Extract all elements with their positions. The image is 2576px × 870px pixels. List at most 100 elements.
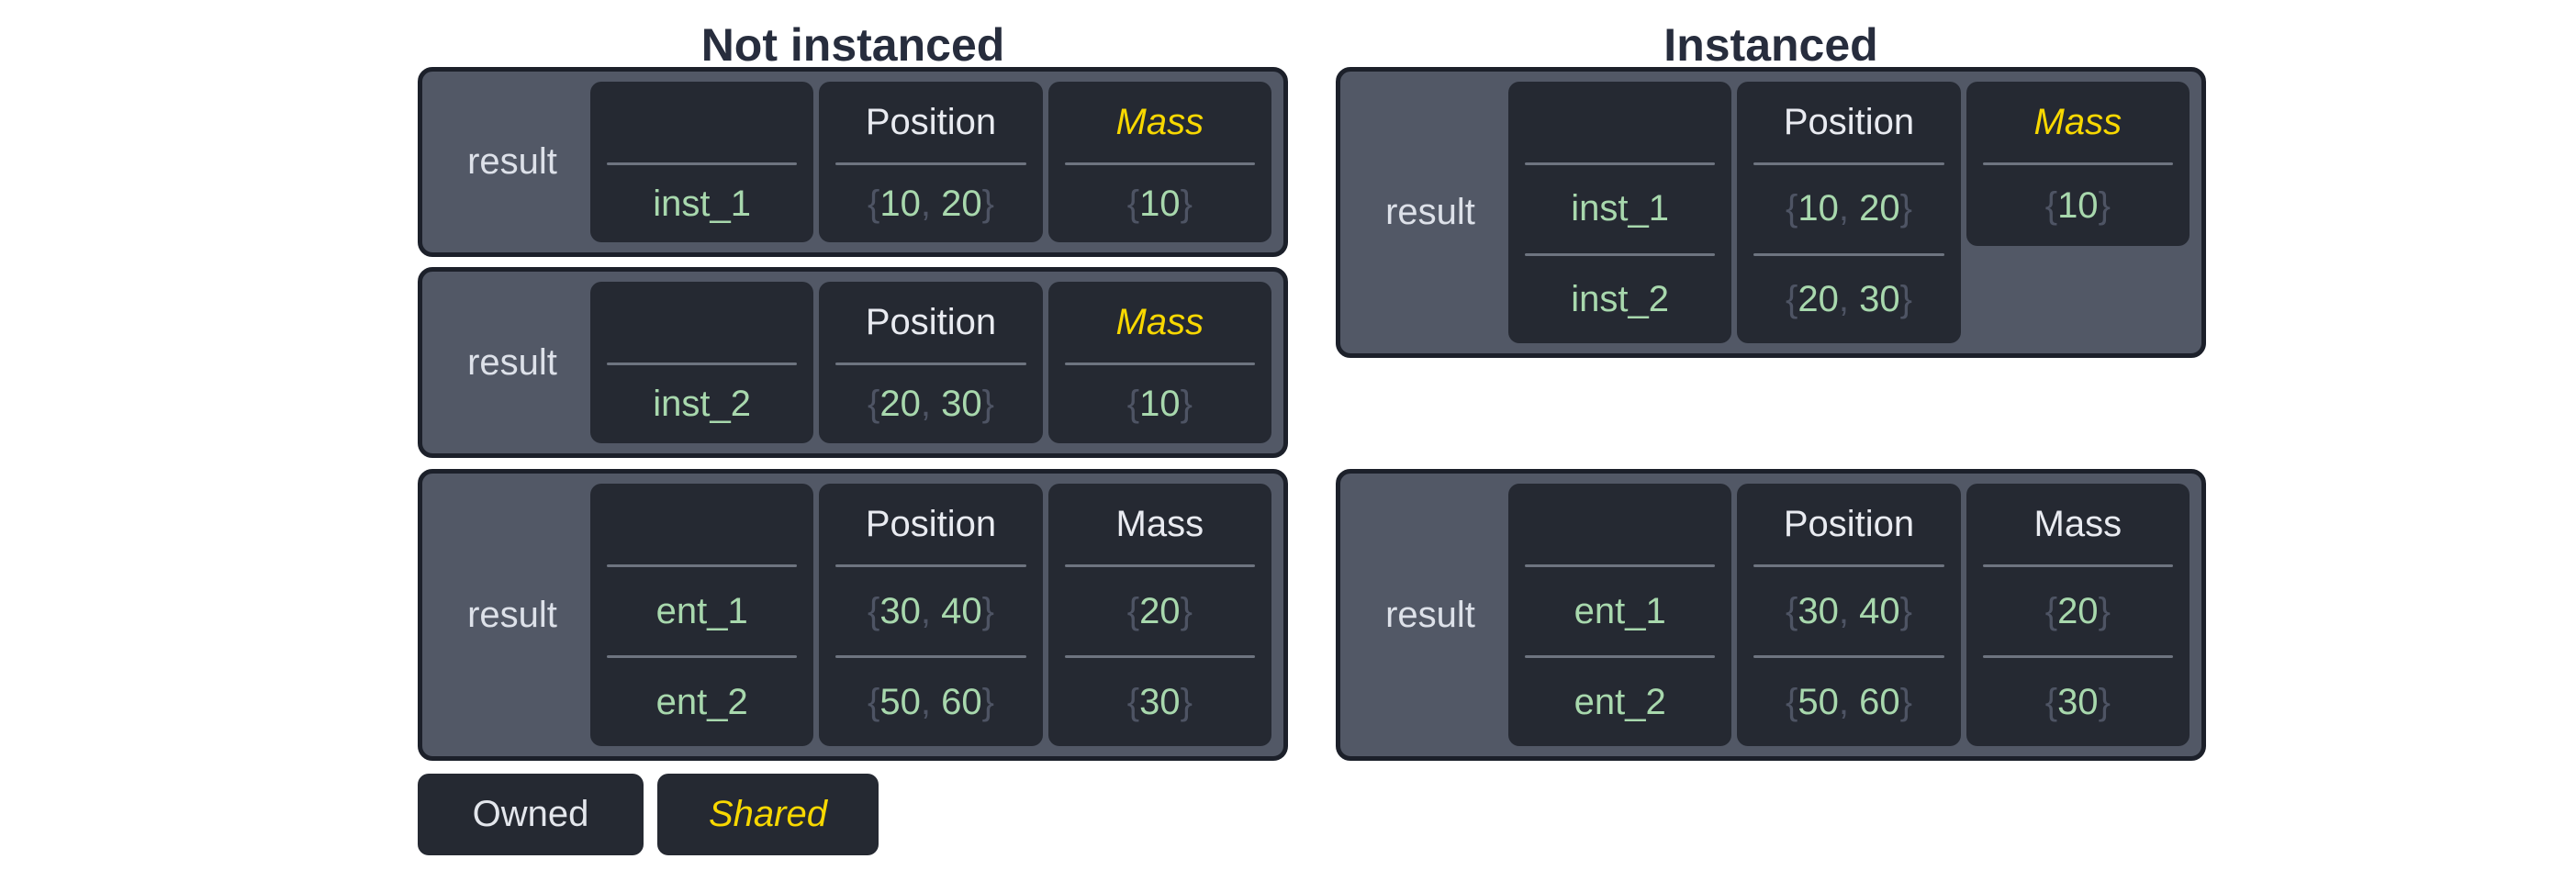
mass-cell: Mass {10} <box>1047 82 1271 242</box>
entity-row: ent_1 <box>1508 567 1731 655</box>
mass-value-row: {30} <box>1966 658 2190 746</box>
row-divider <box>1753 564 1944 567</box>
position-cell: Position {30, 40} {50, 60} <box>819 484 1043 746</box>
row-divider <box>607 655 798 658</box>
entity-cell-header <box>1508 484 1731 564</box>
result-label: result <box>467 594 557 635</box>
position-value-row: {20, 30} <box>819 365 1042 443</box>
component-value: 40 <box>941 590 982 631</box>
legend-shared: Shared <box>657 774 879 855</box>
row-divider <box>835 564 1026 567</box>
mass-header-text: Mass <box>1115 101 1204 142</box>
result-box: result ent_1 ent_2 Position {30, 40} {50… <box>418 469 1288 761</box>
mass-value-row: {10} <box>1966 165 2190 246</box>
result-box: result inst_2 Position {20, 30} Mass {10… <box>418 267 1288 458</box>
value-separator: , <box>1838 681 1860 722</box>
mass-cell: Mass {20} {30} <box>1966 484 2190 746</box>
legend-owned: Owned <box>418 774 644 855</box>
row-divider <box>607 362 798 365</box>
mass-cell: Mass {20} {30} <box>1047 484 1271 746</box>
component-value: 30 <box>1859 278 1900 319</box>
close-brace: } <box>2098 681 2111 722</box>
position-header-text: Position <box>1783 503 1915 544</box>
open-brace: { <box>1126 183 1140 224</box>
position-cell: Position {10, 20} <box>819 82 1043 242</box>
position-cell-header: Position <box>819 484 1042 564</box>
value-separator: , <box>1838 590 1860 631</box>
value-separator: , <box>920 384 942 424</box>
row-divider <box>1064 655 1255 658</box>
entity-cell: inst_1 inst_2 <box>1508 82 1732 344</box>
close-brace: } <box>2098 184 2111 226</box>
value-separator: , <box>920 681 942 722</box>
row-divider <box>1064 564 1255 567</box>
mass-cell-header: Mass <box>1048 82 1271 162</box>
position-cell-header: Position <box>819 82 1042 162</box>
component-value: 20 <box>1859 188 1900 229</box>
component-value: 20 <box>941 183 982 224</box>
entity-row: inst_1 <box>590 165 813 242</box>
component-value: 60 <box>1859 681 1900 722</box>
value-separator: , <box>1838 278 1860 319</box>
position-header-text: Position <box>1783 101 1915 142</box>
result-label: result <box>1385 594 1475 635</box>
entity-name: ent_1 <box>655 590 748 631</box>
entity-cell: ent_1 ent_2 <box>1508 484 1732 746</box>
entity-row: ent_2 <box>590 658 813 746</box>
mass-header-text: Mass <box>2033 503 2122 544</box>
component-value: 20 <box>879 384 921 424</box>
box-cells: inst_1 inst_2 Position {10, 20} {20, 30}… <box>1508 82 2190 343</box>
open-brace: { <box>868 590 880 631</box>
position-value-row: {50, 60} <box>819 658 1042 746</box>
result-box: result ent_1 ent_2 Position {30, 40} {50… <box>1336 469 2206 761</box>
entity-name: inst_2 <box>1571 278 1670 319</box>
position-header-text: Position <box>865 503 997 544</box>
entity-cell-header <box>590 82 813 162</box>
entity-row: inst_1 <box>1508 165 1731 253</box>
position-cell: Position {10, 20} {20, 30} <box>1737 82 1961 343</box>
row-divider <box>1525 162 1716 165</box>
mass-header-text: Mass <box>2033 101 2122 142</box>
result-box: result inst_1 inst_2 Position {10, 20} {… <box>1336 67 2206 358</box>
row-divider <box>835 362 1026 365</box>
box-cells: inst_2 Position {20, 30} Mass {10} <box>590 282 1271 443</box>
position-cell-header: Position <box>1737 484 1960 564</box>
result-box: result inst_1 Position {10, 20} Mass {10… <box>418 67 1288 257</box>
component-value: 20 <box>1139 590 1181 631</box>
close-brace: } <box>1899 590 1912 631</box>
component-value: 30 <box>1139 681 1181 722</box>
entity-cell: ent_1 ent_2 <box>590 484 814 746</box>
entity-cell-header <box>1508 82 1731 162</box>
entity-row: inst_2 <box>1508 256 1731 344</box>
close-brace: } <box>1180 590 1193 631</box>
close-brace: } <box>2098 590 2111 631</box>
open-brace: { <box>2044 590 2058 631</box>
open-brace: { <box>1126 681 1140 722</box>
row-divider <box>835 162 1026 165</box>
component-value: 50 <box>1798 681 1839 722</box>
row-divider <box>1982 162 2173 165</box>
column-title-instanced: Instanced <box>1663 19 1878 71</box>
mass-header-text: Mass <box>1115 503 1204 544</box>
row-divider <box>607 564 798 567</box>
mass-cell-shared: Mass {10} <box>1966 82 2190 246</box>
box-cells: ent_1 ent_2 Position {30, 40} {50, 60} M… <box>590 484 1271 746</box>
entity-name: ent_2 <box>1574 681 1666 722</box>
open-brace: { <box>868 681 880 722</box>
close-brace: } <box>1180 183 1193 224</box>
entity-row: ent_2 <box>1508 658 1731 746</box>
entity-row: inst_2 <box>590 365 813 443</box>
close-brace: } <box>1180 384 1193 424</box>
position-header-text: Position <box>865 101 997 142</box>
position-cell: Position {30, 40} {50, 60} <box>1737 484 1961 746</box>
row-divider <box>1525 252 1716 256</box>
mass-value-row: {20} <box>1966 567 2190 655</box>
position-value-row: {10, 20} <box>819 165 1042 242</box>
row-divider <box>1753 252 1944 256</box>
mass-cell-header: Mass <box>1966 484 2190 564</box>
mass-value-row: {20} <box>1048 567 1271 655</box>
entity-name: ent_2 <box>655 681 748 722</box>
value-separator: , <box>1838 188 1860 229</box>
entity-name: inst_1 <box>1571 188 1670 229</box>
close-brace: } <box>1899 278 1912 319</box>
